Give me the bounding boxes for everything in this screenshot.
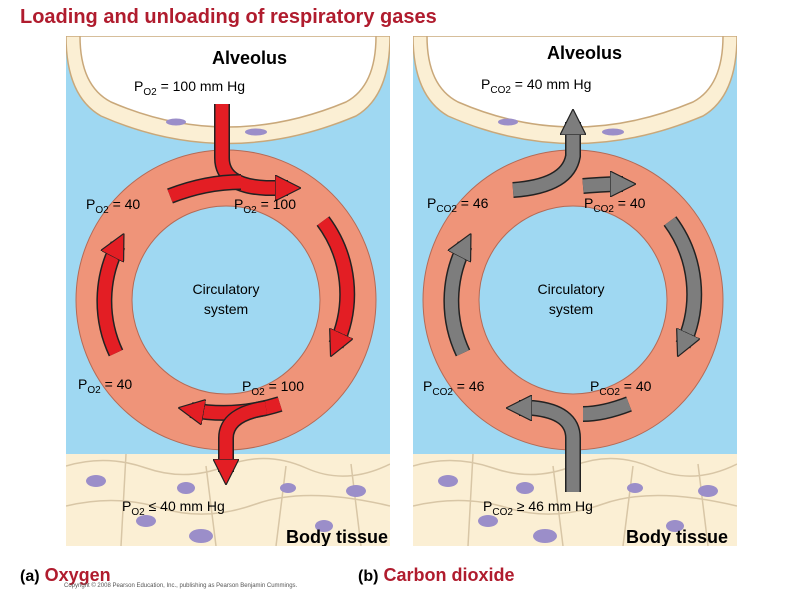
oxygen-unloading-arrow: [226, 400, 268, 472]
co2-top-arrow: [582, 184, 623, 186]
co2-loading-arrow: [519, 408, 581, 492]
co2-bottom-arrow: [582, 396, 632, 422]
alveolar-pco2-label: PCO2 = 40 mm Hg: [481, 76, 592, 96]
tissue-nucleus: [86, 475, 106, 487]
tissue-nucleus: [189, 529, 213, 543]
co2-unloading-arrow: [512, 122, 573, 198]
tissue-pco2-label: PCO2 ≥ 46 mm Hg: [483, 498, 593, 518]
oxygen-left-arrow: [96, 245, 126, 357]
carbon-dioxide-flow-arrows: [443, 122, 703, 492]
tissue-nucleus: [280, 483, 296, 493]
tissue-nucleus: [177, 482, 195, 494]
alveolus-label: Alveolus: [547, 43, 623, 63]
oxygen-diagram: [66, 36, 390, 546]
alveolus-label: Alveolus: [212, 48, 288, 68]
panel-a-caption: (a) Oxygen: [20, 565, 111, 585]
oxygen-panel: Alveolus PO2 = 100 mm Hg PO2 = 40 PO2 = …: [66, 36, 390, 546]
alveolus-nucleus: [166, 118, 186, 126]
oxygen-top-arrow: [167, 174, 242, 204]
carbon-dioxide-panel: Alveolus PCO2 = 40 mm Hg PCO2 = 46 PCO2 …: [413, 36, 737, 546]
ring-inner-edge: [131, 205, 321, 395]
panel-b-caption: (b) Carbon dioxide: [358, 565, 515, 585]
po2-bottom-right-label: PO2 = 100: [242, 378, 305, 398]
tissue-nucleus: [666, 520, 684, 532]
tissue-nucleus: [315, 520, 333, 532]
co2-left-arrow: [443, 245, 473, 357]
tissue-po2-label: PO2 ≤ 40 mm Hg: [122, 498, 225, 518]
po2-bottom-left-label: PO2 = 40: [78, 376, 133, 396]
copyright-notice: Copyright © 2008 Pearson Education, Inc.…: [64, 583, 298, 589]
pco2-bottom-left-label: PCO2 = 46: [423, 378, 485, 398]
ring-inner-edge: [478, 205, 668, 395]
alveolar-po2-label: PO2 = 100 mm Hg: [134, 78, 246, 98]
diagram-title: Loading and unloading of respiratory gas…: [20, 6, 437, 28]
tissue-nucleus: [698, 485, 718, 497]
pco2-top-right-label: PCO2 = 40: [584, 195, 646, 215]
pco2-bottom-right-label: PCO2 = 40: [590, 378, 652, 398]
alveolus-nucleus: [498, 118, 518, 126]
alveolus-nucleus: [245, 128, 267, 136]
oxygen-flow-arrows: [96, 104, 356, 472]
tissue-nucleus: [438, 475, 458, 487]
alveolus-air-space: [79, 36, 377, 128]
body-tissue-label: Body tissue: [626, 527, 729, 546]
oxygen-right-arrow: [316, 216, 356, 345]
tissue-nucleus: [516, 482, 534, 494]
po2-top-right-label: PO2 = 100: [234, 196, 297, 216]
tissue-nucleus: [478, 515, 498, 527]
pco2-top-left-label: PCO2 = 46: [427, 195, 489, 215]
carbon-dioxide-diagram: [413, 36, 737, 546]
po2-top-left-label: PO2 = 40: [86, 196, 141, 216]
tissue-nucleus: [627, 483, 643, 493]
tissue-nucleus: [346, 485, 366, 497]
tissue-nucleus: [533, 529, 557, 543]
co2-right-arrow: [663, 216, 703, 345]
alveolus-nucleus: [602, 128, 624, 136]
tissue-nucleus: [136, 515, 156, 527]
body-tissue-label: Body tissue: [286, 527, 389, 546]
